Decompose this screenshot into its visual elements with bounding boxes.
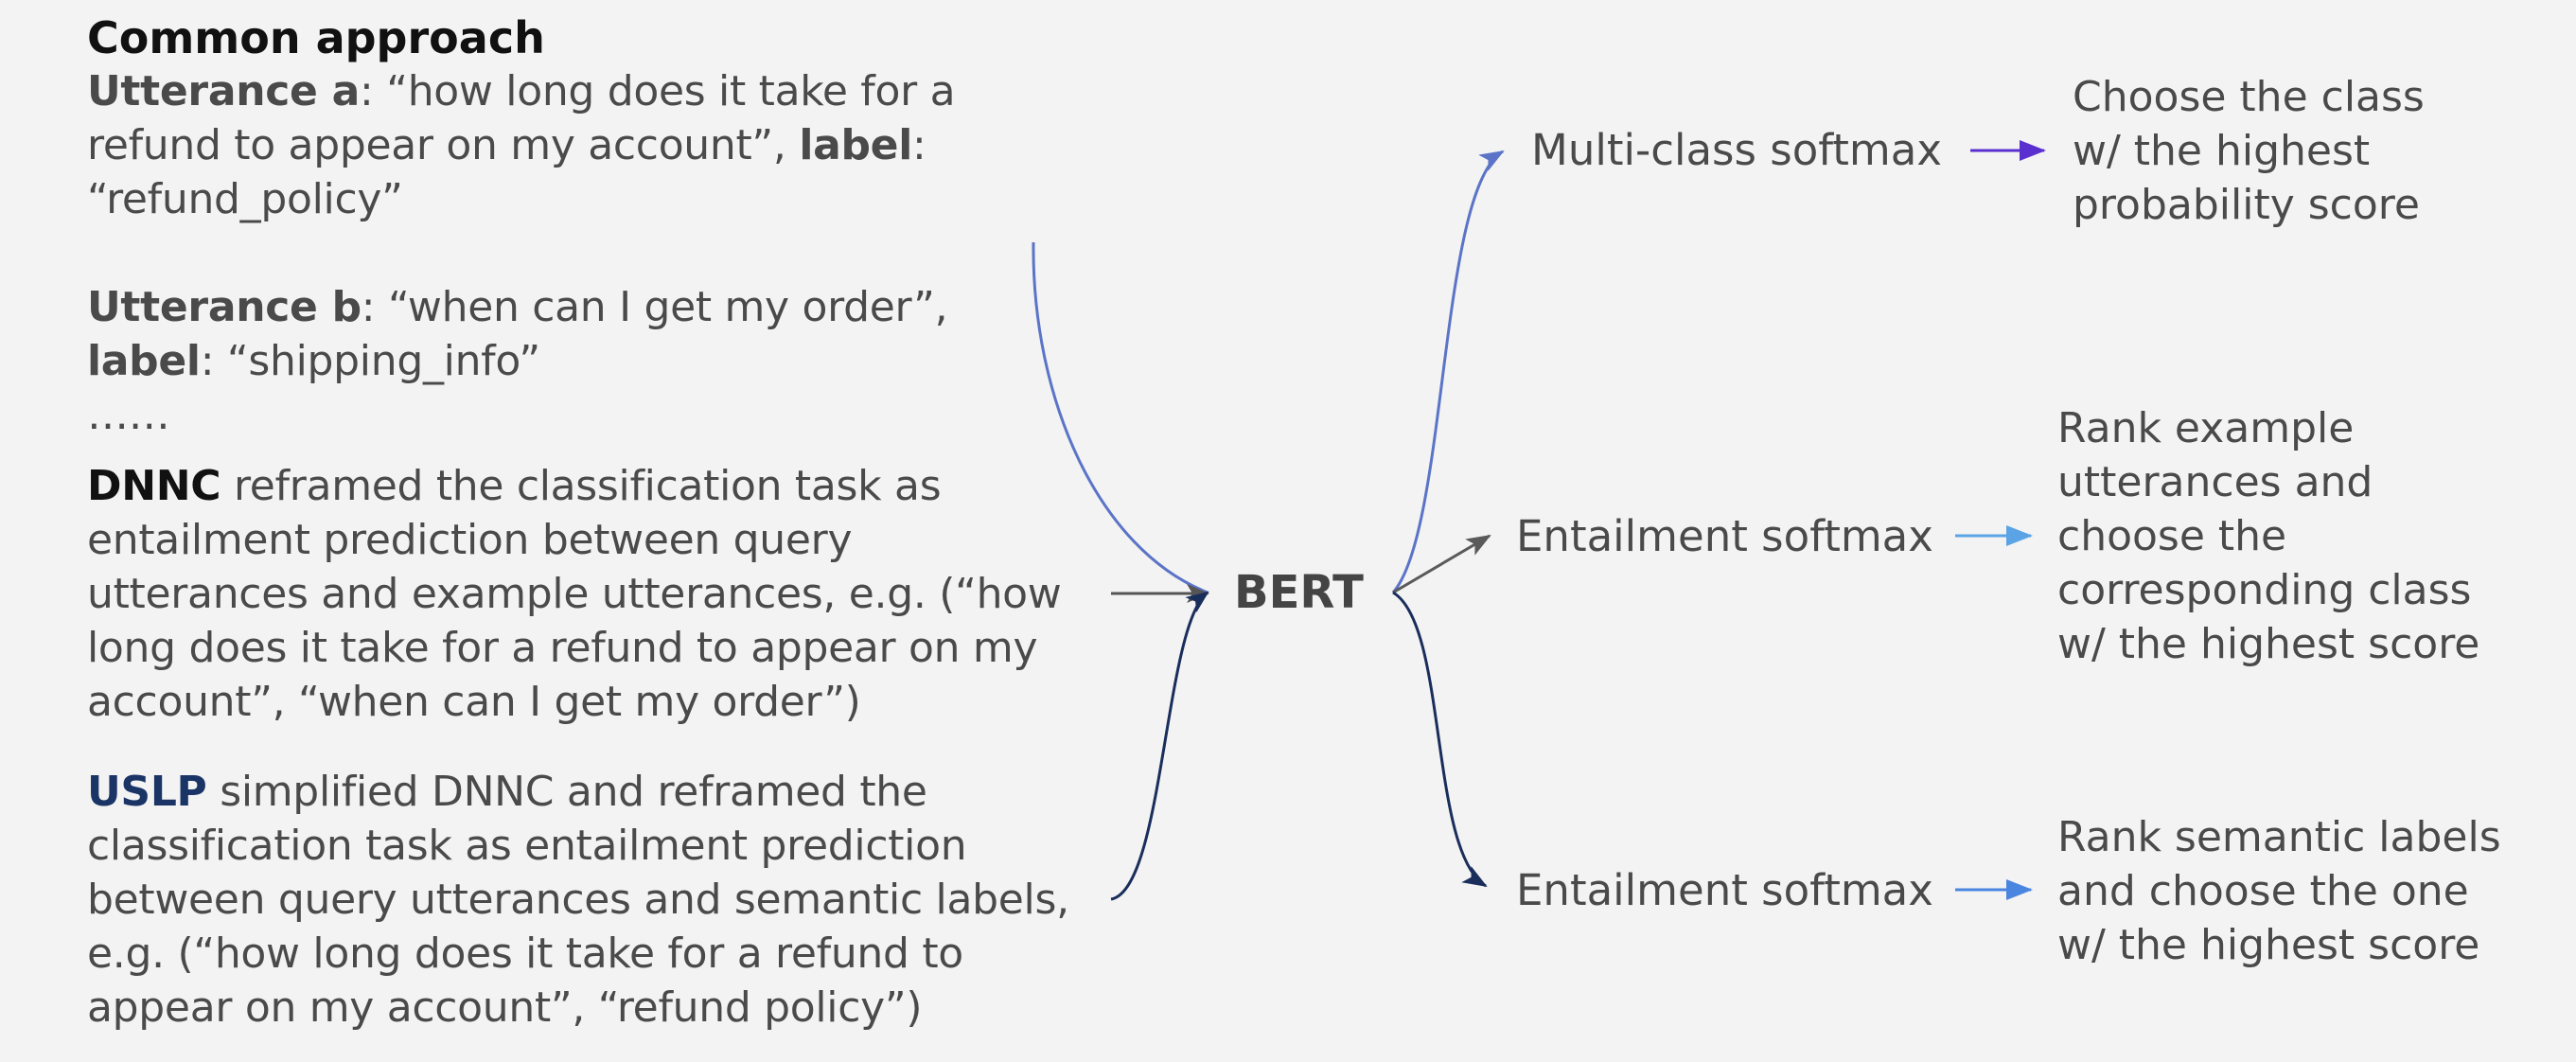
common-approach-utterance-a: Utterance a: “how long does it take for … [87,64,1109,226]
utterance-b-text: : “when can I get my order”, [361,283,948,331]
utterance-a-colon: : [912,121,926,169]
uslp-line-3: between query utterances and semantic la… [87,876,1069,924]
outcome-mid-line-1: Rank example [2057,404,2355,452]
outcome-mid-line-4: corresponding class [2057,566,2472,614]
dnnc-line-3: utterances and example utterances, e.g. … [87,570,1062,618]
outcome-bottom: Rank semantic labels and choose the one … [2057,810,2501,972]
dnnc-line-1: reframed the classification task as [221,462,942,510]
common-approach-title: Common approach [87,12,545,63]
uslp-line-1: simplified DNNC and reframed the [206,768,927,816]
outcome-mid-line-3: choose the [2057,512,2287,560]
outcome-mid-line-2: utterances and [2057,458,2373,506]
utterance-a-text-2: refund to appear on my account”, [87,121,786,169]
ellipsis: …… [87,391,170,439]
utterance-a-label: Utterance a [87,67,360,115]
uslp-line-4: e.g. (“how long does it take for a refun… [87,929,963,978]
outcome-bottom-line-3: w/ the highest score [2057,921,2480,969]
outcome-bottom-line-2: and choose the one [2057,867,2469,915]
uslp-line-5: appear on my account”, “refund policy”) [87,983,923,1032]
outcome-mid: Rank example utterances and choose the c… [2057,401,2479,671]
dnnc-description: DNNC reframed the classification task as… [87,459,1109,729]
utterance-b-label: Utterance b [87,283,362,331]
dnnc-line-4: long does it take for a refund to appear… [87,624,1038,672]
outcome-mid-line-5: w/ the highest score [2057,620,2480,668]
bert-to-entailment-bottom-arrow [1392,591,1488,888]
bert-to-multiclass-arrow [1391,150,1505,593]
multiclass-softmax-node: Multi-class softmax [1531,125,1942,175]
utterance-a-label-value: “refund_policy” [87,175,403,223]
utterance-b-label-value: : “shipping_info” [200,337,541,385]
entailment-softmax-mid-node: Entailment softmax [1516,511,1933,561]
outcome-top-line-2: w/ the highest [2073,127,2371,175]
entailment-softmax-bottom-node: Entailment softmax [1516,865,1933,915]
utterance-b-label-word: label [87,337,201,385]
uslp-line-2: classification task as entailment predic… [87,822,967,870]
utterance-a-text-1: : “how long does it take for a [360,67,956,115]
common-to-bert-arrow [1032,241,1209,594]
dnnc-line-5: account”, “when can I get my order”) [87,678,861,726]
outcome-top-line-3: probability score [2073,181,2420,229]
outcome-top-line-1: Choose the class [2073,73,2425,121]
outcome-bottom-line-1: Rank semantic labels [2057,813,2501,861]
bert-node: BERT [1234,566,1364,619]
bert-to-entailment-mid-arrow [1392,534,1491,594]
uslp-name: USLP [87,768,207,816]
dnnc-name: DNNC [87,462,221,510]
common-approach-utterance-b: Utterance b: “when can I get my order”, … [87,280,1109,442]
uslp-description: USLP simplified DNNC and reframed the cl… [87,765,1109,1035]
utterance-a-label-word: label [799,121,913,169]
outcome-top: Choose the class w/ the highest probabil… [2073,70,2425,232]
uslp-to-bert-arrow [1110,591,1209,901]
dnnc-line-2: entailment prediction between query [87,516,853,564]
